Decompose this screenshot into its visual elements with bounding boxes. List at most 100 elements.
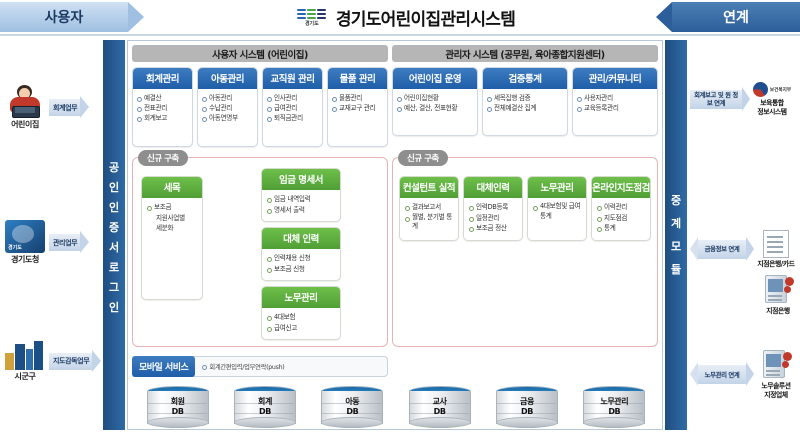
db-suffix: DB — [171, 407, 184, 416]
card-wage-statement[interactable]: 임금 명세서 임금 내역입력 명세서 출력 — [261, 168, 341, 223]
bank-card-document-icon: 지점은행/카드 — [754, 230, 798, 269]
card-item: 예결산 — [137, 93, 189, 103]
card-center-operation[interactable]: 어린이집 운영 어린이집현황 예산, 결산, 전표현황 — [392, 67, 478, 137]
external-caption: 지점은행/카드 — [757, 260, 795, 268]
flow-arrow-accounting: 회계업무 — [49, 96, 90, 118]
card-title: 검증통계 — [483, 68, 567, 89]
card-goods-management[interactable]: 물품 관리 물품관리 교재교구 관리 — [327, 67, 388, 147]
card-item: 급여관리 — [267, 103, 319, 113]
card-title: 대체 인력 — [262, 228, 340, 250]
flow-arrow-labor-linkage: 노무관리 연계 — [690, 362, 754, 387]
admin-new-build-cards: 컨설턴트 실적 결과보고서 월별, 분기별 통계 대체인력 인력DB등록 일정관… — [399, 176, 651, 241]
actor-childcare-center: 어린이집 회계업무 — [2, 85, 98, 130]
db-label: 금융 — [520, 397, 534, 406]
card-staff-management[interactable]: 교직원 관리 인사관리 급여관리 퇴직금관리 — [262, 67, 323, 147]
gyeonggi-do-logo: 경기도 — [295, 8, 329, 27]
admin-new-build-zone: 신규 구축 컨설턴트 실적 결과보고서 월별, 분기별 통계 대체인력 인력DB… — [392, 150, 658, 347]
mohw-badge: 보건복지부 — [769, 87, 792, 93]
user-system-panel: 사용자 시스템 (어린이집) 회계관리 예결산 전표관리 회계보고 아동관리 아… — [132, 45, 388, 351]
banner-linkage: 연계 — [656, 2, 800, 32]
card-item: 퇴직금관리 — [267, 113, 319, 123]
card-title: 임금 명세서 — [262, 169, 340, 190]
card-title: 온라인지도점검 — [592, 177, 650, 198]
relay-char: 중 — [670, 194, 682, 207]
card-item: 어린이집현황 — [397, 93, 474, 103]
card-child-management[interactable]: 아동관리 아동관리 수납관리 아동연명부 — [197, 67, 258, 147]
card-title: 회계관리 — [133, 68, 192, 89]
db-suffix: DB — [520, 407, 533, 416]
card-item: 인사관리 — [267, 93, 319, 103]
card-item: 전표관리 — [137, 103, 189, 113]
card-item: 물품관리 — [332, 93, 384, 103]
card-management-community[interactable]: 관리/커뮤니티 사용자관리 교육등록관리 — [572, 67, 658, 137]
db-label: 교사 — [432, 397, 447, 406]
card-online-inspection[interactable]: 온라인지도점검 이력관리 지도점검 통계 — [591, 176, 651, 241]
db-suffix: DB — [608, 407, 621, 416]
flow-arrow-accounting-report: 회계보고 및 원 정보 연계 — [690, 86, 750, 111]
card-item-list: 보조금 지원사업별 세분화 — [142, 198, 202, 240]
cert-char: 인 — [108, 300, 120, 314]
card-admin-labor-management[interactable]: 노무관리 4대보험및 급여 통계 — [527, 176, 587, 241]
cert-char: 그 — [108, 280, 120, 294]
db-label: 아동 — [345, 397, 360, 406]
card-item: 보조금 — [147, 202, 199, 213]
db-suffix: DB — [346, 407, 359, 416]
relay-char: 모 — [670, 240, 682, 253]
admin-system-panel: 관리자 시스템 (공무원, 육아종합지원센터) 어린이집 운영 어린이집현황 예… — [392, 45, 658, 351]
card-item-list: 결과보고서 월별, 분기별 통계 — [400, 198, 458, 238]
actor-label: 어린이집 — [11, 120, 39, 129]
card-item: 인력채용 신청 — [267, 253, 337, 264]
db-suffix: DB — [433, 407, 446, 416]
mobile-service-bar[interactable]: 모바일 서비스 회계간편입력/업무연락(push) — [132, 356, 388, 377]
flow-arrow-label: 노무관리 연계 — [704, 370, 740, 379]
card-item: 임금 내역입력 — [267, 194, 337, 205]
card-substitute-workforce[interactable]: 대체인력 인력DB등록 일정관리 보조금 정산 — [463, 176, 523, 241]
card-detail-account[interactable]: 세목 보조금 지원사업별 세분화 — [141, 176, 203, 300]
mobile-service-tag: 모바일 서비스 — [132, 356, 196, 377]
card-item: 교육등록관리 — [577, 103, 654, 113]
card-item: 결과보고서 — [405, 202, 455, 213]
flow-arrow-label: 회계업무 — [53, 103, 78, 112]
card-consultant-performance[interactable]: 컨설턴트 실적 결과보고서 월별, 분기별 통계 — [399, 176, 459, 241]
card-item-list: 4대보험 급여신고 — [262, 308, 340, 339]
card-item-list: 예결산 전표관리 회계보고 — [133, 89, 192, 146]
card-item: 4대보험 — [267, 312, 337, 323]
card-verification-statistics[interactable]: 검증통계 세목집행 검증 전체예결산 집계 — [482, 67, 568, 137]
certificate-login-bar: 공 인 인 증 서 로 그 인 — [103, 40, 125, 430]
card-substitute-staff[interactable]: 대체 인력 인력채용 신청 보조금 신청 — [261, 227, 341, 282]
flow-arrow-supervision: 지도감독업무 — [49, 349, 102, 372]
card-item: 아동연명부 — [202, 113, 254, 123]
banner-user: 사용자 — [0, 2, 144, 32]
card-accounting[interactable]: 회계관리 예결산 전표관리 회계보고 — [132, 67, 193, 147]
banner-user-label: 사용자 — [44, 10, 84, 26]
card-item: 회계보고 — [137, 113, 189, 123]
cert-char: 서 — [108, 240, 120, 254]
card-item: 교재교구 관리 — [332, 103, 384, 113]
system-title-area: 경기도 경기도어린이집관리시스템 — [255, 2, 555, 32]
card-title: 세목 — [142, 177, 202, 198]
cert-char: 인 — [108, 200, 120, 214]
card-item: 사용자관리 — [577, 93, 654, 103]
card-labor-management[interactable]: 노무관리 4대보험 급여신고 — [261, 286, 341, 341]
card-item-list: 인력DB등록 일정관리 보조금 정산 — [464, 198, 522, 240]
card-item-list: 사용자관리 교육등록관리 — [573, 89, 657, 135]
system-frame: 사용자 시스템 (어린이집) 회계관리 예결산 전표관리 회계보고 아동관리 아… — [127, 40, 663, 430]
external-branch-bank: 지점은행 — [690, 275, 800, 316]
card-title: 노무관리 — [528, 177, 586, 198]
new-build-tag: 신규 구축 — [138, 150, 188, 166]
card-item-list: 세목집행 검증 전체예결산 집계 — [483, 89, 567, 135]
cert-char: 공 — [108, 160, 120, 174]
card-item-list: 임금 내역입력 명세서 출력 — [262, 190, 340, 221]
relay-char: 듈 — [670, 263, 682, 276]
flow-arrow-financial-info: 금융정보 연계 — [690, 236, 754, 261]
